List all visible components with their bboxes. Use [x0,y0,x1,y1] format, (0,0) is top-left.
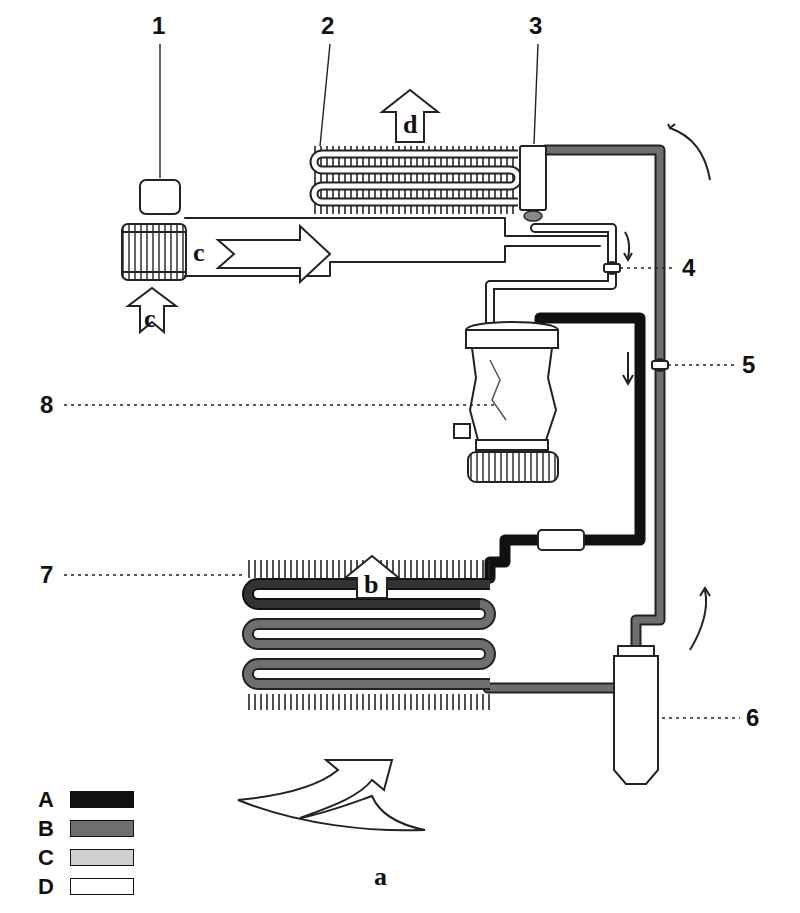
callout-number: 5 [742,353,755,377]
legend-swatch [70,878,134,895]
legend-row: D [38,872,134,901]
airflow-letter: a [374,864,387,890]
airflow-letter: c [193,240,205,266]
legend-swatch [70,820,134,837]
legend: ABCD [38,785,134,901]
callout-number: 3 [529,14,542,38]
legend-swatch [70,791,134,808]
callout-number: 6 [746,706,759,730]
legend-swatch [70,849,134,866]
callout-number: 2 [321,14,334,38]
legend-letter: B [38,816,70,842]
legend-letter: A [38,787,70,813]
callout-number: 1 [152,14,165,38]
legend-letter: D [38,874,70,900]
airflow-letter: b [364,572,378,598]
airflow-letter: d [403,112,417,138]
callout-number: 8 [40,393,53,417]
callout-number: 4 [682,256,695,280]
legend-row: B [38,814,134,843]
legend-row: A [38,785,134,814]
legend-row: C [38,843,134,872]
legend-letter: C [38,845,70,871]
airflow-letter: c [144,306,156,332]
callout-number: 7 [40,563,53,587]
